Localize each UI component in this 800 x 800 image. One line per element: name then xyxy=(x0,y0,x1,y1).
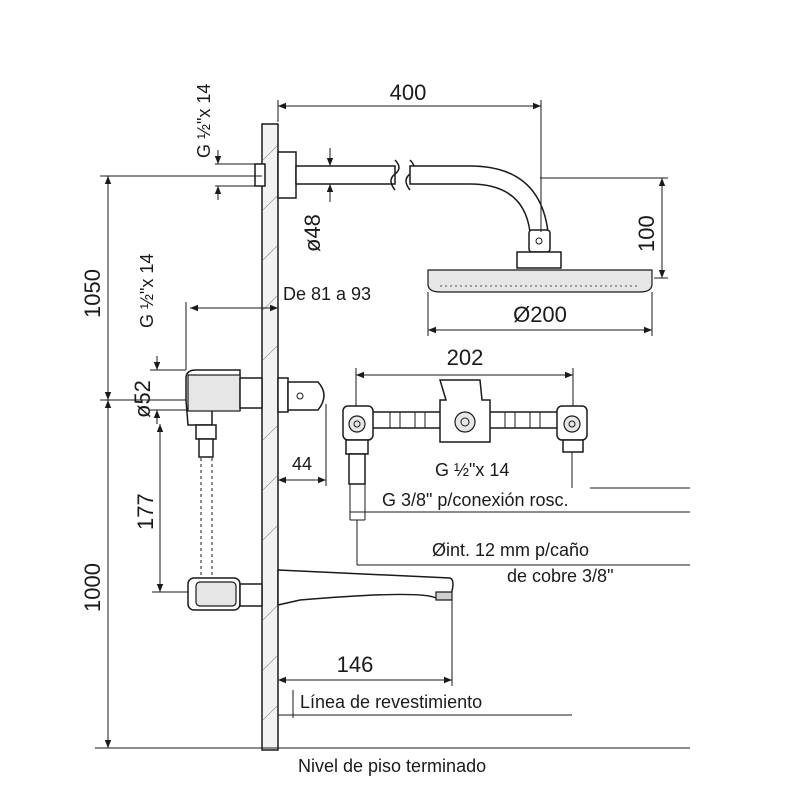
dimension-texts: 400 G ½"x 14 1050 ø48 100 G ½"x 14 De 81… xyxy=(80,80,659,776)
wall xyxy=(261,123,279,751)
tub-spout-icon xyxy=(277,569,454,606)
tube-diameter-label: ø48 xyxy=(300,214,325,252)
finish-line-label: Línea de revestimiento xyxy=(300,692,482,712)
mid-thread-label: G ½"x 14 xyxy=(137,254,157,328)
height-shower-label: 1050 xyxy=(80,269,105,318)
arm-length-label: 400 xyxy=(390,80,427,105)
wall-hatch xyxy=(262,145,278,721)
top-thread-label: G ½"x 14 xyxy=(194,84,214,158)
spout-length-label: 146 xyxy=(337,652,374,677)
valve-width-label: 202 xyxy=(447,345,484,370)
valve-spacing-label: 177 xyxy=(133,493,158,530)
floor-level-label: Nivel de piso terminado xyxy=(298,756,486,776)
valve-body-icon xyxy=(185,369,325,611)
head-height-label: 100 xyxy=(634,215,659,252)
front-valve-icon xyxy=(342,379,588,485)
inlet-thread-label: G ½"x 14 xyxy=(435,460,509,480)
head-diameter-label: Ø200 xyxy=(513,302,567,327)
pipe-label-line1: Øint. 12 mm p/caño xyxy=(432,540,589,560)
pipe-label-line2: de cobre 3/8" xyxy=(507,566,613,586)
depth-label: 44 xyxy=(292,454,312,474)
shower-head-icon xyxy=(254,151,653,293)
connection-thread-label: G 3/8" p/conexión rosc. xyxy=(382,490,569,510)
body-diameter-label: ø52 xyxy=(130,380,155,418)
wall-range-label: De 81 a 93 xyxy=(283,284,371,304)
height-tub-label: 1000 xyxy=(80,563,105,612)
dimension-lines xyxy=(100,100,690,748)
